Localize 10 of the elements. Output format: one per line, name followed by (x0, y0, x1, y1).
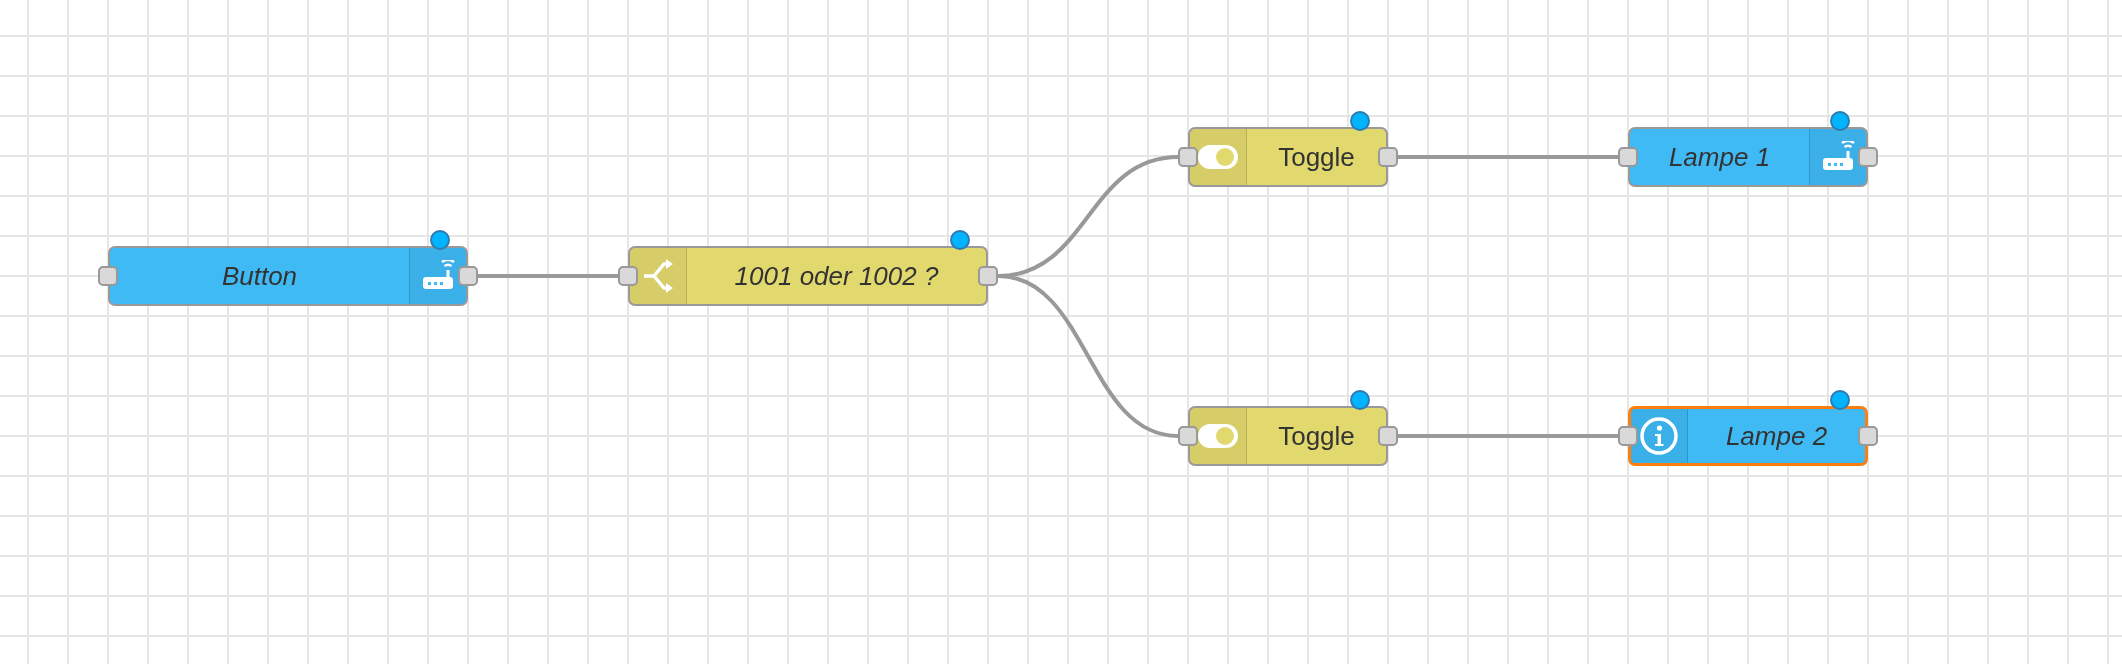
node-label: 1001 oder 1002 ? (733, 259, 940, 293)
wire (1398, 155, 1618, 159)
wire (478, 274, 618, 278)
wire (997, 274, 1179, 438)
node-label: Lampe 2 (1724, 419, 1829, 453)
node-label: Button (220, 259, 299, 293)
node-label: Toggle (1277, 140, 1356, 174)
node-label: Lampe 1 (1667, 140, 1772, 174)
wire (1398, 434, 1618, 438)
node-label: Toggle (1277, 419, 1356, 453)
